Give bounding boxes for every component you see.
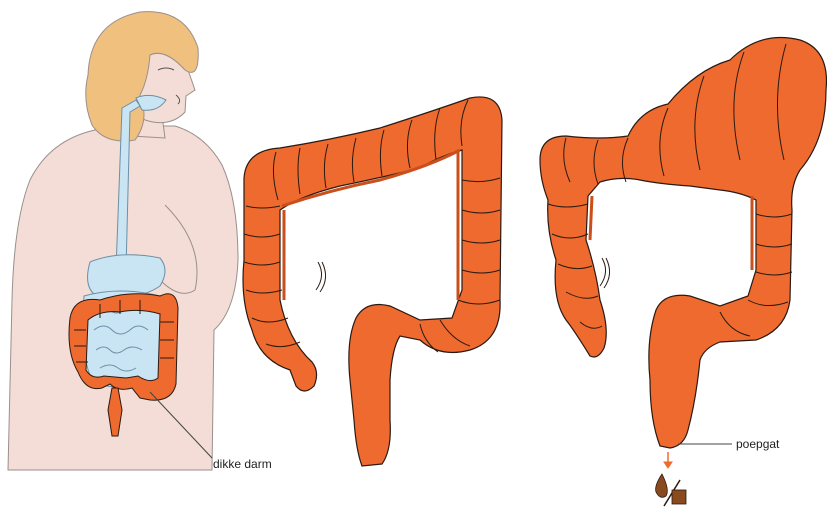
colon-distended (540, 38, 826, 449)
stool-symbol-icon (656, 474, 686, 506)
colon-label: dikke darm (213, 457, 272, 471)
drop-icon (656, 474, 668, 497)
colon-healthy (243, 97, 502, 466)
anus-label: poepgat (736, 437, 780, 451)
square-icon (672, 490, 686, 504)
down-arrow-icon (664, 452, 672, 468)
